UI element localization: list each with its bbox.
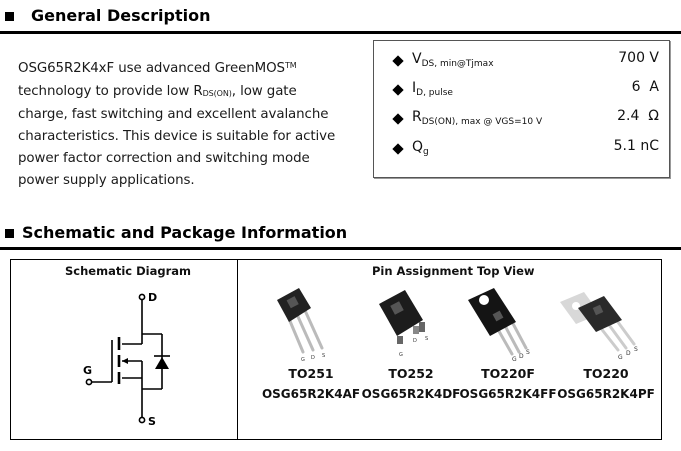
part-number: OSG65R2K4PF: [557, 387, 655, 401]
desc-line: technology to provide low RDS(ON), low g…: [18, 84, 297, 99]
spec-value: 5.1 nC: [613, 138, 659, 154]
spec-name: RDS(ON), max @ VGS=10 V: [412, 109, 543, 127]
package-name: TO251: [288, 366, 334, 381]
desc-line: power factor correction and switching mo…: [18, 151, 310, 166]
svg-text:S: S: [322, 353, 325, 359]
table-divider: [237, 260, 238, 439]
spec-value: 700 V: [618, 50, 659, 66]
diamond-bullet-icon: [392, 84, 404, 96]
pin-assignment-title: Pin Assignment Top View: [372, 264, 535, 278]
gate-terminal: [85, 378, 93, 386]
desc-line: power supply applications.: [18, 173, 195, 188]
to220-package-image: GDS: [560, 292, 638, 361]
part-number: OSG65R2K4AF: [261, 387, 361, 401]
key-specs-box: VDS, min@Tjmax 700 V ID, pulse 6 A RDS(O…: [373, 40, 670, 178]
diamond-bullet-icon: [392, 113, 404, 125]
drain-label: D: [148, 291, 157, 304]
diamond-bullet-icon: [392, 143, 404, 155]
spec-name: ID, pulse: [412, 80, 453, 98]
svg-text:D: D: [519, 353, 524, 360]
spec-name: Qg: [412, 139, 429, 157]
body-diode-icon: [155, 357, 169, 369]
schematic-diagram-title: Schematic Diagram: [65, 264, 191, 278]
svg-text:S: S: [425, 336, 428, 342]
spec-row-id: ID, pulse 6 A: [388, 78, 659, 102]
section-rule: [0, 247, 681, 250]
section-bullet-icon: [5, 229, 14, 238]
svg-text:G: G: [512, 356, 517, 363]
schematic-package-table: Schematic Diagram D G S: [10, 259, 662, 440]
spec-row-vds: VDS, min@Tjmax 700 V: [388, 49, 659, 73]
package-name: TO252: [388, 366, 434, 381]
spec-row-rds: RDS(ON), max @ VGS=10 V 2.4 Ω: [388, 107, 659, 131]
gate-label: G: [83, 364, 92, 377]
section-bullet-icon: [5, 12, 14, 21]
body-diode-arrow: [122, 358, 128, 364]
section-rule: [0, 31, 681, 34]
svg-text:S: S: [634, 346, 638, 353]
to252-package-image: G D S: [379, 290, 428, 358]
package-name: TO220: [583, 366, 629, 381]
spec-name: VDS, min@Tjmax: [412, 51, 494, 69]
mosfet-schematic: D G S: [83, 291, 170, 428]
desc-line: OSG65R2K4xF use advanced GreenMOSTM: [18, 61, 297, 76]
desc-line: characteristics. This device is suitable…: [18, 129, 336, 144]
spec-value: 6 A: [631, 79, 659, 95]
spec-value: 2.4 Ω: [617, 108, 659, 124]
svg-text:D: D: [626, 350, 631, 357]
section-title: Schematic and Package Information: [22, 223, 348, 242]
general-description-text: OSG65R2K4xF use advanced GreenMOSTM tech…: [18, 58, 363, 192]
svg-text:G: G: [301, 357, 305, 363]
part-number: OSG65R2K4DF: [361, 387, 461, 401]
svg-text:D: D: [311, 355, 315, 361]
section-title: General Description: [31, 6, 211, 25]
spec-row-qg: Qg 5.1 nC: [388, 137, 659, 161]
desc-line: charge, fast switching and excellent ava…: [18, 107, 329, 122]
package-to252: G D S TO252 OSG65R2K4DF: [361, 286, 461, 436]
diamond-bullet-icon: [392, 55, 404, 67]
source-terminal: [138, 416, 146, 424]
package-name: TO220F: [481, 366, 535, 381]
source-label: S: [148, 415, 156, 428]
svg-text:S: S: [526, 349, 530, 356]
svg-text:D: D: [413, 338, 417, 344]
svg-text:G: G: [399, 352, 403, 358]
part-number: OSG65R2K4FF: [459, 387, 557, 401]
drain-terminal: [138, 293, 146, 301]
svg-text:G: G: [618, 354, 623, 361]
